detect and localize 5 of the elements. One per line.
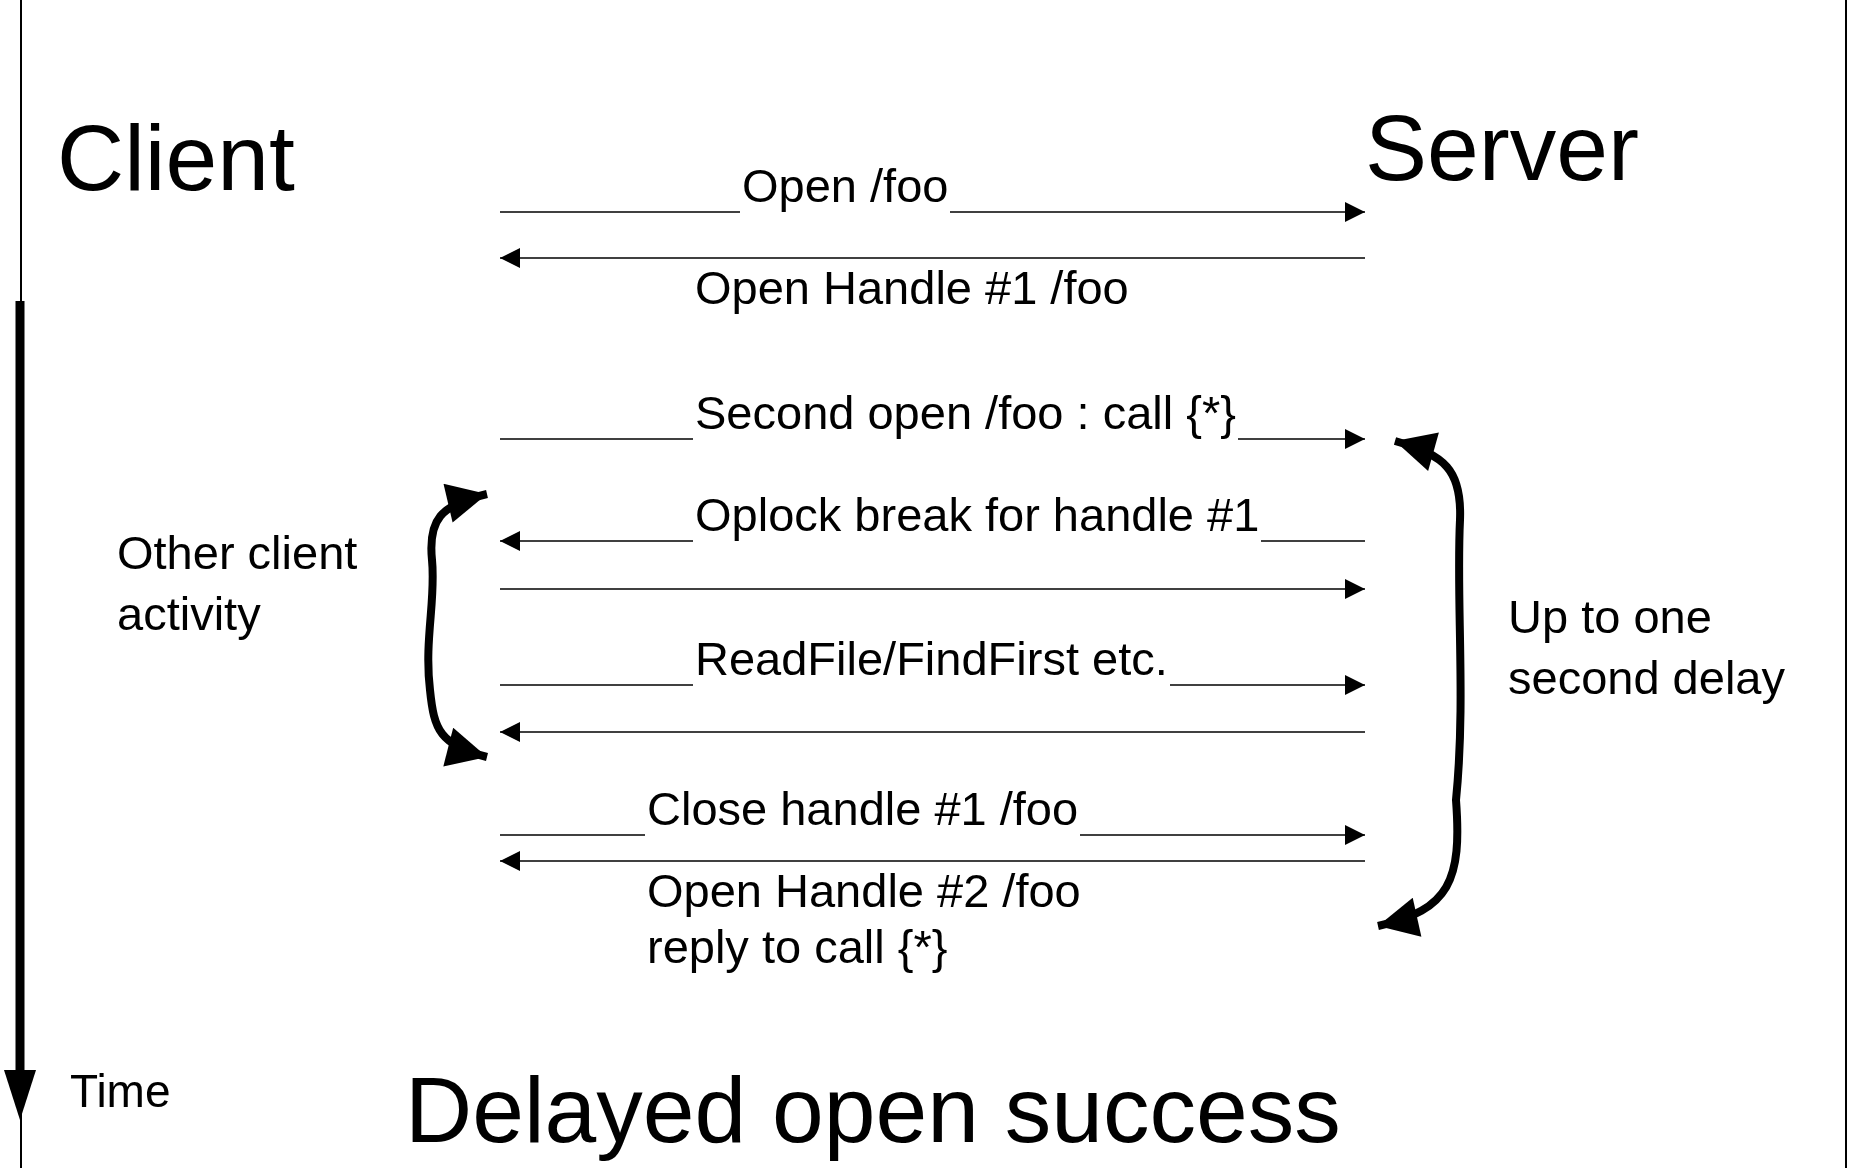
annotation-text: Other client activity [117,525,359,643]
participant-label: Server [1365,102,1639,195]
annotation-text: Up to one second delay [1508,589,1786,707]
participant-label: Client [57,112,295,205]
axis-label: Time [70,1068,171,1114]
